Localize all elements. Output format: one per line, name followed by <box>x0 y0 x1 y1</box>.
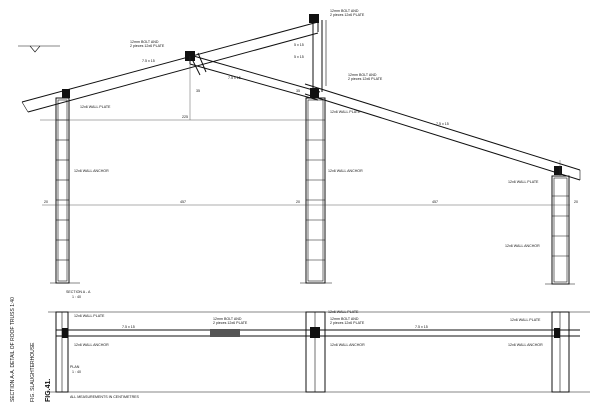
figure-subtitle: FIG. SLAUGHTERHOUSE <box>30 342 36 402</box>
ridge-posts <box>309 14 327 92</box>
plan-title: PLAN <box>70 365 80 369</box>
bolt-top-label-2: 2 pieces 12x6 PLATE <box>330 13 365 17</box>
middle-wall <box>305 88 326 284</box>
dim-20-mid: 20 <box>296 200 300 204</box>
dim-35-left: 35 <box>196 89 200 93</box>
figure-number: FIG.41. <box>45 379 52 402</box>
figure-title: SECTION A-A. DETAIL OF ROOF TRUSS 1:40 <box>10 297 16 402</box>
wall-anchor-mid-label: 12x6 WALL ANCHOR <box>328 169 363 173</box>
units-note: ALL MEASUREMENTS IN CENTIMETRES <box>70 395 140 399</box>
dim-35-mid: 35 <box>296 89 300 93</box>
dim-457-left: 457 <box>180 200 186 204</box>
plan-anchor-label: 12x6 WALL ANCHOR <box>74 343 109 347</box>
wall-plate-right-label: 12x6 WALL PLATE <box>508 180 539 184</box>
rafter-size-label: 7.5 x 15 <box>142 59 155 63</box>
plan-bolt-mid-label-2: 2 pieces 12x6 PLATE <box>330 321 365 325</box>
plan-wall-plate-label-3: 12x6 WALL PLATE <box>510 318 541 322</box>
wall-anchor-right-label: 12x6 WALL ANCHOR <box>505 244 540 248</box>
dimension-lines <box>40 56 570 206</box>
dim-20-left: 20 <box>44 200 48 204</box>
inclined-tie <box>189 54 321 101</box>
section-title: SECTION A - A <box>66 290 91 294</box>
plan-scale: 1 : 40 <box>72 370 81 374</box>
rafter-size-label-2: 7.5 x 15 <box>228 76 241 80</box>
plan-bolt-label-2: 2 pieces 12x6 PLATE <box>213 321 248 325</box>
left-wall <box>55 89 70 284</box>
plan-rafter-label: 7.5 x 15 <box>122 325 135 329</box>
wall-anchor-left-label: 12x6 WALL ANCHOR <box>74 169 109 173</box>
plan-bolt-label: 12mm BOLT AND <box>213 317 242 321</box>
bolt-mid-label: 12mm BOLT AND <box>348 73 377 77</box>
dim-225: 225 <box>182 115 188 119</box>
plan-anchor-label-2: 12x6 WALL ANCHOR <box>330 343 365 347</box>
dim-457-right: 457 <box>432 200 438 204</box>
rafter-size-label-3: 7.5 x 15 <box>436 122 449 126</box>
plan-view: 12mm BOLT AND 2 pieces 12x6 PLATE 12mm B… <box>48 310 590 399</box>
post-size-label: 5 x 15 <box>294 55 304 59</box>
plan-bolt-mid-label: 12mm BOLT AND <box>330 317 359 321</box>
dim-20-right: 20 <box>574 200 578 204</box>
figure-caption: SECTION A-A. DETAIL OF ROOF TRUSS 1:40 F… <box>10 297 52 402</box>
bolt-top-label: 12mm BOLT AND <box>330 9 359 13</box>
left-rafter <box>21 21 319 113</box>
bolt-left-label: 12mm BOLT AND <box>130 40 159 44</box>
post-size-label-2: 5 x 15 <box>294 43 304 47</box>
wall-plate-mid-label: 12x6 WALL PLATE <box>330 110 361 114</box>
bolt-mid-label-2: 2 pieces 12x6 PLATE <box>348 77 383 81</box>
section-elevation: 12mm BOLT AND 2 pieces 12x6 PLATE 12mm B… <box>18 9 581 299</box>
section-scale: 1 : 40 <box>72 295 81 299</box>
plan-wall-plate-label: 12x6 WALL PLATE <box>74 314 105 318</box>
plan-anchor-label-3: 12x6 WALL ANCHOR <box>508 343 543 347</box>
right-wall <box>551 166 570 285</box>
plan-rafter-label-2: 7.5 x 15 <box>415 325 428 329</box>
plan-wall-plate-label-2: 12x6 WALL PLATE <box>328 310 359 314</box>
level-marker <box>18 45 60 53</box>
wall-plate-left-label: 12x6 WALL PLATE <box>80 105 111 109</box>
bolt-left-label-2: 2 pieces 12x6 PLATE <box>130 44 165 48</box>
lean-to-rafter <box>304 83 581 181</box>
